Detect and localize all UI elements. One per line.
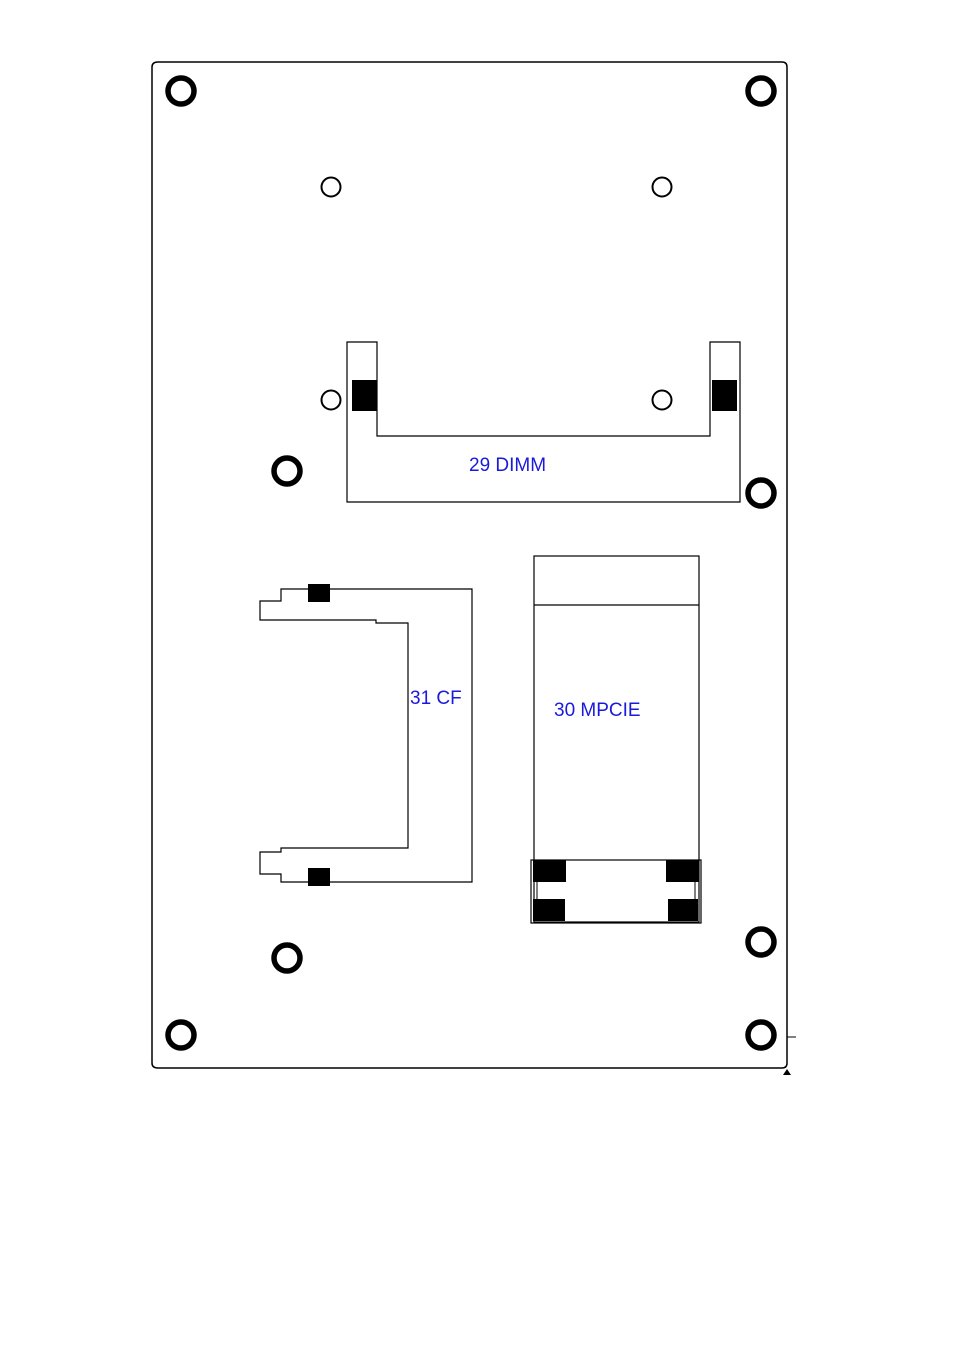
- cf-label: 31 CF: [410, 688, 462, 709]
- mounting-holes-small: [322, 178, 672, 410]
- mounting-hole-low-left: [274, 945, 300, 971]
- cf-pin-top: [308, 584, 330, 602]
- mounting-hole-mid-right: [748, 480, 774, 506]
- mpcie-pad-top-right: [666, 860, 699, 882]
- mpcie-pad-bottom-right: [668, 899, 698, 921]
- small-hole-dimm-left: [322, 391, 341, 410]
- dimm-latch-left: [352, 380, 377, 411]
- mpcie-pad-top-left: [533, 860, 566, 882]
- cf-slot: 31 CF: [260, 584, 472, 886]
- cf-slot-outline: [260, 589, 472, 882]
- dimm-label: 29 DIMM: [469, 455, 546, 476]
- mpcie-label: 30 MPCIE: [554, 700, 641, 721]
- mounting-hole-bottom-left: [168, 1022, 194, 1048]
- dimm-slot-outline: [347, 342, 740, 502]
- dimm-latch-right: [712, 380, 737, 411]
- mounting-hole-bottom-right: [748, 1022, 774, 1048]
- cf-pin-bottom: [308, 868, 330, 886]
- mounting-hole-low-right: [748, 929, 774, 955]
- small-hole-dimm-right: [653, 391, 672, 410]
- mounting-hole-top-right: [748, 78, 774, 104]
- dimm-slot: 29 DIMM: [347, 342, 740, 502]
- mounting-hole-mid-left: [274, 458, 300, 484]
- edge-arrow-mark: [783, 1069, 791, 1075]
- mounting-hole-top-left: [168, 78, 194, 104]
- small-hole-top-left: [322, 178, 341, 197]
- mpcie-slot: 30 MPCIE: [531, 556, 701, 923]
- small-hole-top-right: [653, 178, 672, 197]
- mpcie-pad-bottom-left: [533, 899, 565, 921]
